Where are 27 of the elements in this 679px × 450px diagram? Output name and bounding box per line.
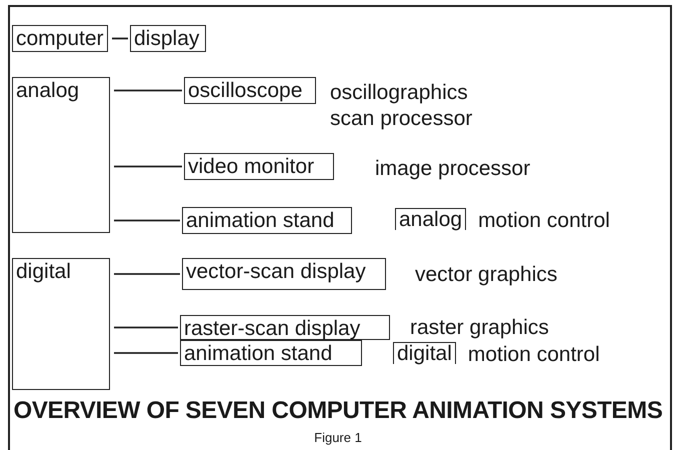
figure-caption: Figure 1 bbox=[313, 430, 363, 445]
connector-line bbox=[114, 220, 180, 222]
label-box: digital bbox=[12, 258, 110, 390]
label-box: video monitor bbox=[184, 153, 334, 180]
connector-line bbox=[114, 326, 178, 328]
connector-line bbox=[112, 38, 128, 40]
side-note: motion control bbox=[468, 342, 600, 368]
bracketed-note: digital bbox=[393, 342, 456, 364]
side-note: raster graphics bbox=[410, 315, 549, 341]
bracketed-note: analog bbox=[395, 208, 466, 230]
side-note: motion control bbox=[478, 208, 610, 234]
label-box: analog bbox=[12, 77, 110, 233]
connector-line bbox=[114, 352, 178, 354]
label-box: vector-scan display bbox=[182, 258, 386, 290]
connector-line bbox=[114, 166, 182, 168]
side-note: vector graphics bbox=[415, 262, 558, 288]
connector-line bbox=[114, 273, 180, 275]
label-box: raster-scan display bbox=[180, 315, 390, 340]
side-note: oscillographics scan processor bbox=[330, 80, 474, 132]
label-box: animation stand bbox=[180, 340, 362, 366]
diagram-title: OVERVIEW OF SEVEN COMPUTER ANIMATION SYSTEMS bbox=[12, 397, 664, 425]
label-box: display bbox=[130, 25, 206, 52]
side-note: image processor bbox=[375, 156, 530, 182]
label-box: animation stand bbox=[182, 207, 352, 234]
label-box: oscilloscope bbox=[184, 77, 316, 104]
label-box: computer bbox=[12, 25, 108, 52]
connector-line bbox=[114, 90, 182, 92]
